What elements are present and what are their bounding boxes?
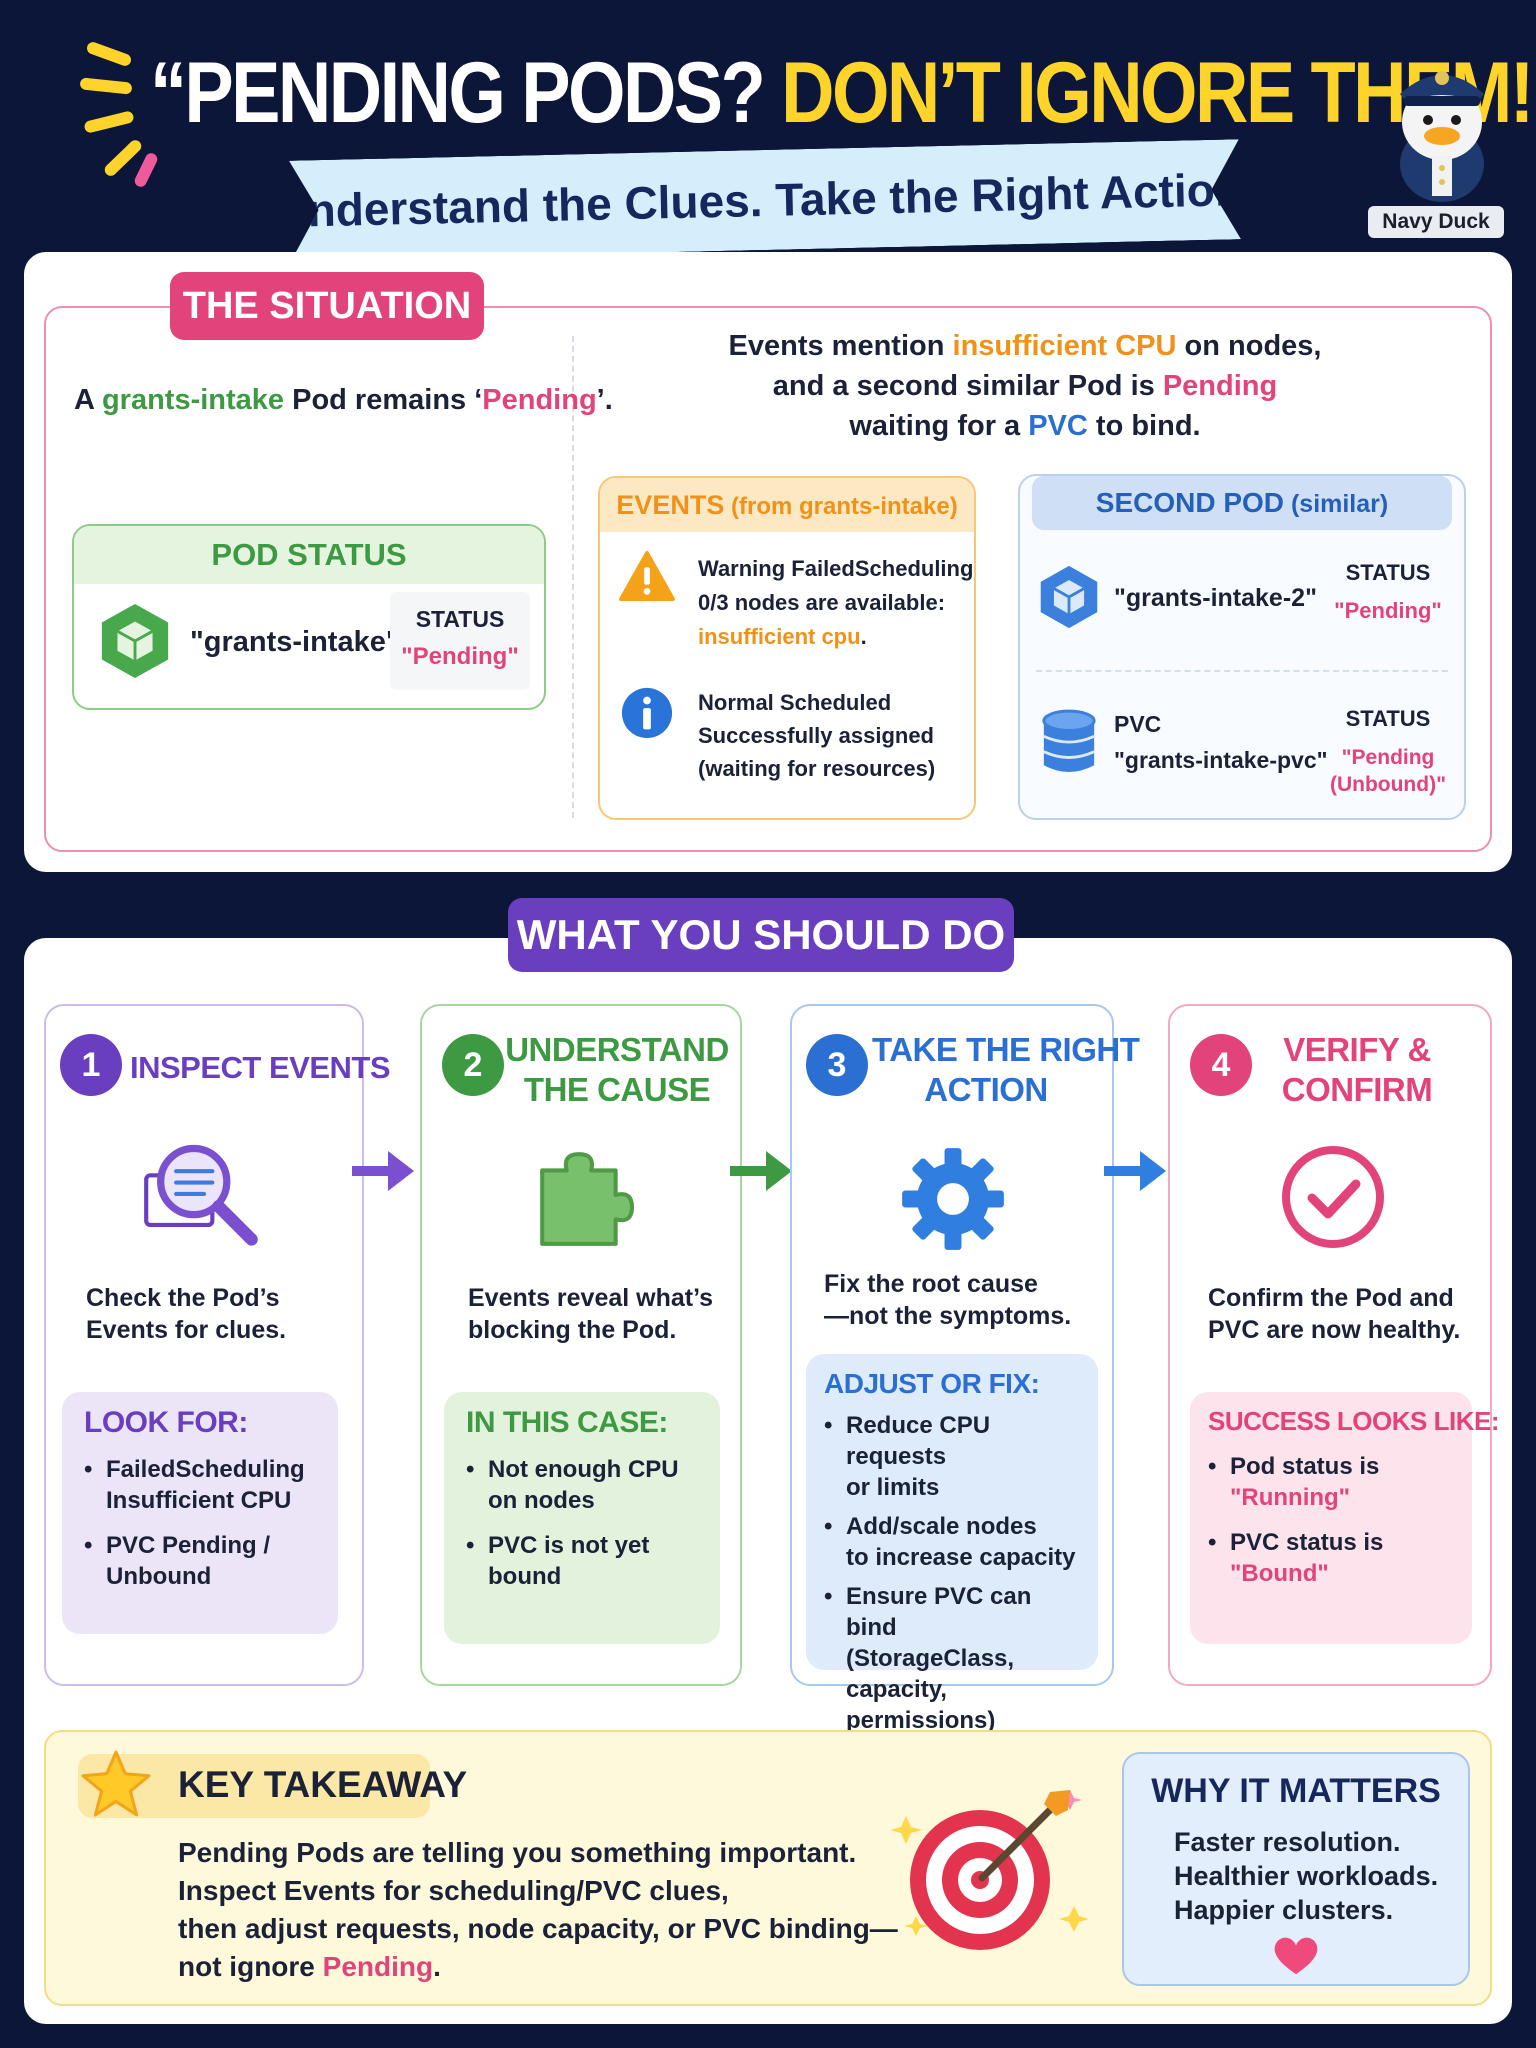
step-box-title-4: SUCCESS LOOKS LIKE: [1208, 1406, 1499, 1436]
situation-frame [44, 306, 1492, 852]
step-desc-1: Check the Pod’s Events for clues. [86, 1284, 287, 1344]
situation-badge: THE SITUATION [170, 272, 484, 340]
situation-left-text: A grants-intake Pod remains ‘Pending’. [74, 384, 613, 416]
pod-status-value: "Pending" [401, 643, 519, 670]
pvc-status: STATUS "Pending (Unbound)" [1329, 706, 1447, 796]
info-icon [621, 687, 673, 739]
arrow-right-icon [1104, 1151, 1166, 1191]
pod-name: "grants-intake" [190, 626, 400, 658]
pod-status-header: POD STATUS [211, 537, 407, 572]
database-icon [1042, 709, 1096, 773]
warning-event: Warning FailedScheduling 0/3 nodes are a… [698, 556, 974, 649]
normal-event: Normal Scheduled Successfully assigned (… [698, 690, 936, 781]
takeaway-text: Pending Pods are telling you something i… [178, 1837, 898, 1982]
situation-divider [572, 336, 574, 818]
why-title: WHY IT MATTERS [1151, 1772, 1441, 1810]
step-title-3: TAKE THE RIGHT ACTION [872, 1031, 1140, 1108]
list-item: PVC Pending /Unbound [84, 1530, 316, 1592]
pod-status-label: STATUS [415, 606, 505, 632]
second-pod-header-bar: SECOND POD (similar) [1032, 476, 1452, 530]
warning-icon [619, 550, 675, 602]
takeaway-title: KEY TAKEAWAY [178, 1764, 468, 1805]
list-item: PVC status is"Bound" [1208, 1527, 1454, 1589]
puzzle-icon [540, 1152, 634, 1246]
check-circle-icon [1282, 1146, 1384, 1248]
gear-icon [902, 1148, 1004, 1250]
list-item: Ensure PVC can bind(StorageClass,capacit… [824, 1581, 1080, 1736]
step-title-1: INSPECT EVENTS [130, 1050, 391, 1085]
step-box-title-2: IN THIS CASE: [466, 1406, 668, 1439]
step-desc-3: Fix the root cause —not the symptoms. [824, 1270, 1072, 1330]
step-desc-4: Confirm the Pod and PVC are now healthy. [1208, 1284, 1461, 1344]
step-number-3: 3 [806, 1034, 868, 1096]
step-number-4: 4 [1190, 1034, 1252, 1096]
step-desc-2: Events reveal what’s blocking the Pod. [468, 1284, 714, 1344]
situation-right-text: Events mention insufficient CPU on nodes… [728, 330, 1322, 442]
pvc-name: "grants-intake-pvc" [1114, 747, 1328, 773]
subtitle-ribbon: Understand the Clues. Take the Right Act… [289, 139, 1241, 261]
target-icon [890, 1790, 1089, 1950]
mascot-label: Navy Duck [1368, 206, 1504, 238]
step-box-title-1: LOOK FOR: [84, 1406, 248, 1439]
step-number-1: 1 [60, 1034, 122, 1096]
step-number-2: 2 [442, 1034, 504, 1096]
pod-status-card: POD STATUS [72, 524, 546, 710]
second-pod-status: STATUS "Pending" [1334, 560, 1442, 623]
arrow-right-icon [730, 1151, 792, 1191]
pvc-info: PVC "grants-intake-pvc" [1114, 706, 1328, 778]
star-icon [81, 1750, 151, 1817]
cube-icon [101, 603, 169, 679]
heart-icon [1274, 1937, 1318, 1975]
magnifier-icon [144, 1144, 258, 1246]
events-card: EVENTS (from grants-intake) [598, 476, 976, 820]
pod-cube-icon [1040, 565, 1098, 629]
events-header: EVENTS [616, 489, 725, 520]
step-box-4: SUCCESS LOOKS LIKE: Pod status is"Runnin… [1190, 1392, 1499, 1644]
page-title: “PENDING PODS? DON’T IGNORE THEM!” [150, 44, 1536, 143]
second-pod-divider [1036, 670, 1448, 672]
step-box-title-3: ADJUST OR FIX: [824, 1368, 1040, 1399]
step-title-4: VERIFY & CONFIRM [1281, 1031, 1433, 1108]
pod-status-cell: STATUS "Pending" [390, 592, 530, 690]
sparkle-decoration [79, 40, 160, 190]
second-pod-header: SECOND POD [1095, 487, 1285, 518]
arrow-right-icon [352, 1151, 414, 1191]
actions-badge: WHAT YOU SHOULD DO [508, 898, 1014, 972]
second-pod-name: "grants-intake-2" [1114, 584, 1317, 612]
list-item: Pod status is"Running" [1208, 1451, 1454, 1513]
step-title-2: UNDERSTAND THE CAUSE [505, 1031, 729, 1108]
subtitle: Understand the Clues. Take the Right Act… [273, 162, 1257, 238]
duck-mascot-icon [1400, 71, 1484, 202]
title-part-white: “PENDING PODS? [150, 45, 766, 141]
